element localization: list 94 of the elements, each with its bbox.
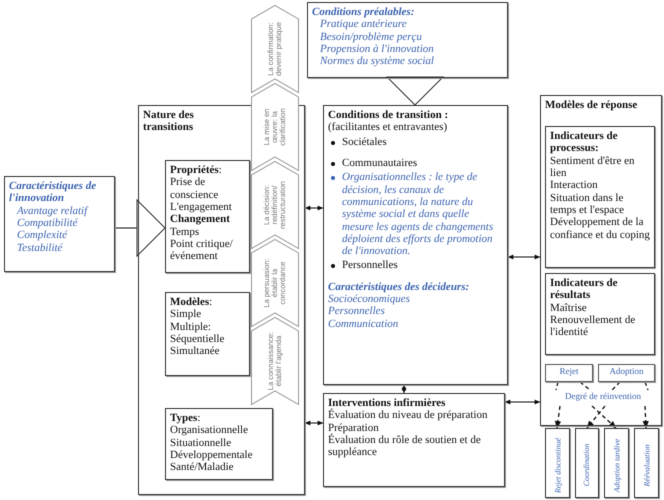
arrow <box>586 406 606 429</box>
chevron-shape <box>251 83 299 171</box>
category-box <box>545 273 655 355</box>
arrow <box>592 406 617 429</box>
outcome-box <box>598 364 655 382</box>
item-text: Situation dans le temps et l'espace <box>550 192 626 216</box>
item-text: Socioéconomiques <box>328 293 411 306</box>
item-text: Santé/Maladie <box>170 461 235 474</box>
category-box <box>545 126 655 268</box>
item-text: Nature des transitions <box>143 109 195 134</box>
connector-line <box>644 382 649 390</box>
arrow <box>304 206 324 210</box>
connector-line <box>580 382 590 390</box>
item-text: Simultanée <box>170 345 220 358</box>
item-text: L'engagement <box>170 200 233 214</box>
connector-line <box>612 382 620 390</box>
item-text: Multiple: <box>170 320 212 333</box>
item-text: Pratique antérieure <box>319 18 408 31</box>
item-text: Communautaires <box>328 156 503 170</box>
connector-line <box>555 382 559 390</box>
outcome-label: Degré de réinvention <box>564 391 642 402</box>
item-text: Simple <box>170 308 202 321</box>
note-box <box>307 2 508 78</box>
item-text: Avantage relatif <box>16 204 90 217</box>
heading: Indicateurs de processus: <box>550 130 619 155</box>
item-text: Sentiment d'être en lien <box>550 154 636 180</box>
item-text: Interaction <box>550 179 599 192</box>
group-box <box>540 95 662 426</box>
item-text: Normes du système social <box>319 55 435 68</box>
item-text: Développementale <box>170 448 254 462</box>
heading: Conditions de transition : <box>328 109 450 122</box>
item-text: Prise de conscience <box>170 176 220 201</box>
item-text: Situationnelle <box>170 436 232 449</box>
outcome-label: Réévaluation <box>640 442 652 488</box>
outcome-label: Adoption <box>608 366 644 376</box>
item-text: Modèles de réponse <box>545 99 638 112</box>
item-text: Personnelles <box>328 259 503 272</box>
item-text: Organisationnelle <box>170 424 249 437</box>
item-text: Personnelles <box>328 305 386 318</box>
item-text: Compatibilité <box>16 216 79 230</box>
item-text: Évaluation du niveau de préparation <box>328 409 488 422</box>
heading: Modèles: <box>170 296 214 308</box>
heading: Indicateurs de résultats <box>550 277 619 302</box>
item-text: Organisationnelles : le type de décision, les canaux de communications, la nature du système social et dans quelle mesure les agents de changements déploient des efforts de promotion de l'innovation. <box>328 171 503 258</box>
item-text: Communication <box>328 318 400 330</box>
arrow <box>504 400 541 404</box>
item-text: Besoin/problème perçu <box>319 30 423 43</box>
heading: Types: <box>170 412 202 424</box>
item-text: (facilitantes et entravantes) <box>328 121 448 134</box>
block-arrow <box>386 76 444 106</box>
group-box <box>138 105 305 495</box>
chevron-shape <box>251 5 299 93</box>
chevron-shape <box>251 317 299 405</box>
outcome-box <box>634 428 659 498</box>
arrow <box>642 406 649 429</box>
chevron-shape <box>251 239 299 327</box>
heading: Interventions infirmières <box>328 397 446 409</box>
item-text: Évaluation du rôle de soutien et de suppléance <box>328 434 482 459</box>
outcome-label: Rejet discontinué <box>552 436 564 494</box>
heading: Caractéristiques de l'innovation <box>9 180 98 205</box>
category-box <box>165 292 250 376</box>
item-text: Renouvellement de l'identité <box>550 314 636 339</box>
outcome-label: Rejet <box>558 366 580 376</box>
item-text: Propension à l'innovation <box>319 42 435 56</box>
outcome-box <box>545 364 593 382</box>
heading: Propriétés: <box>170 164 223 176</box>
item-text: Maîtrise <box>550 302 588 314</box>
outcome-box <box>545 428 570 498</box>
note-box <box>4 176 115 272</box>
item-text: Caractéristiques des décideurs: <box>328 280 470 294</box>
outcome-box <box>604 428 629 498</box>
arrow <box>402 384 406 394</box>
chevron-shape <box>251 161 299 249</box>
item-text: Développement de la confiance et du coping <box>550 216 650 241</box>
item-text: Changement <box>170 213 231 226</box>
outcome-label: Coordination <box>581 442 592 488</box>
item-text: Temps <box>170 226 200 238</box>
process-box <box>323 393 505 487</box>
category-box <box>165 408 273 480</box>
item-text: Complexité <box>16 229 68 242</box>
item-text: Préparation <box>328 422 380 434</box>
block-arrow <box>114 200 166 256</box>
item-text: Séquentielle <box>170 332 226 346</box>
heading: Conditions préalables: <box>312 6 416 18</box>
process-box <box>323 105 508 385</box>
item-text: Point critique/ événement <box>170 238 234 262</box>
arrow <box>507 254 541 260</box>
arrow <box>304 420 324 426</box>
item-text: Sociétales <box>328 136 503 148</box>
arrow <box>554 406 562 429</box>
category-box <box>165 160 250 273</box>
outcome-label: Adoption tardive <box>610 437 622 494</box>
outcome-box <box>575 428 599 498</box>
item-text: Testabilité <box>16 242 64 254</box>
